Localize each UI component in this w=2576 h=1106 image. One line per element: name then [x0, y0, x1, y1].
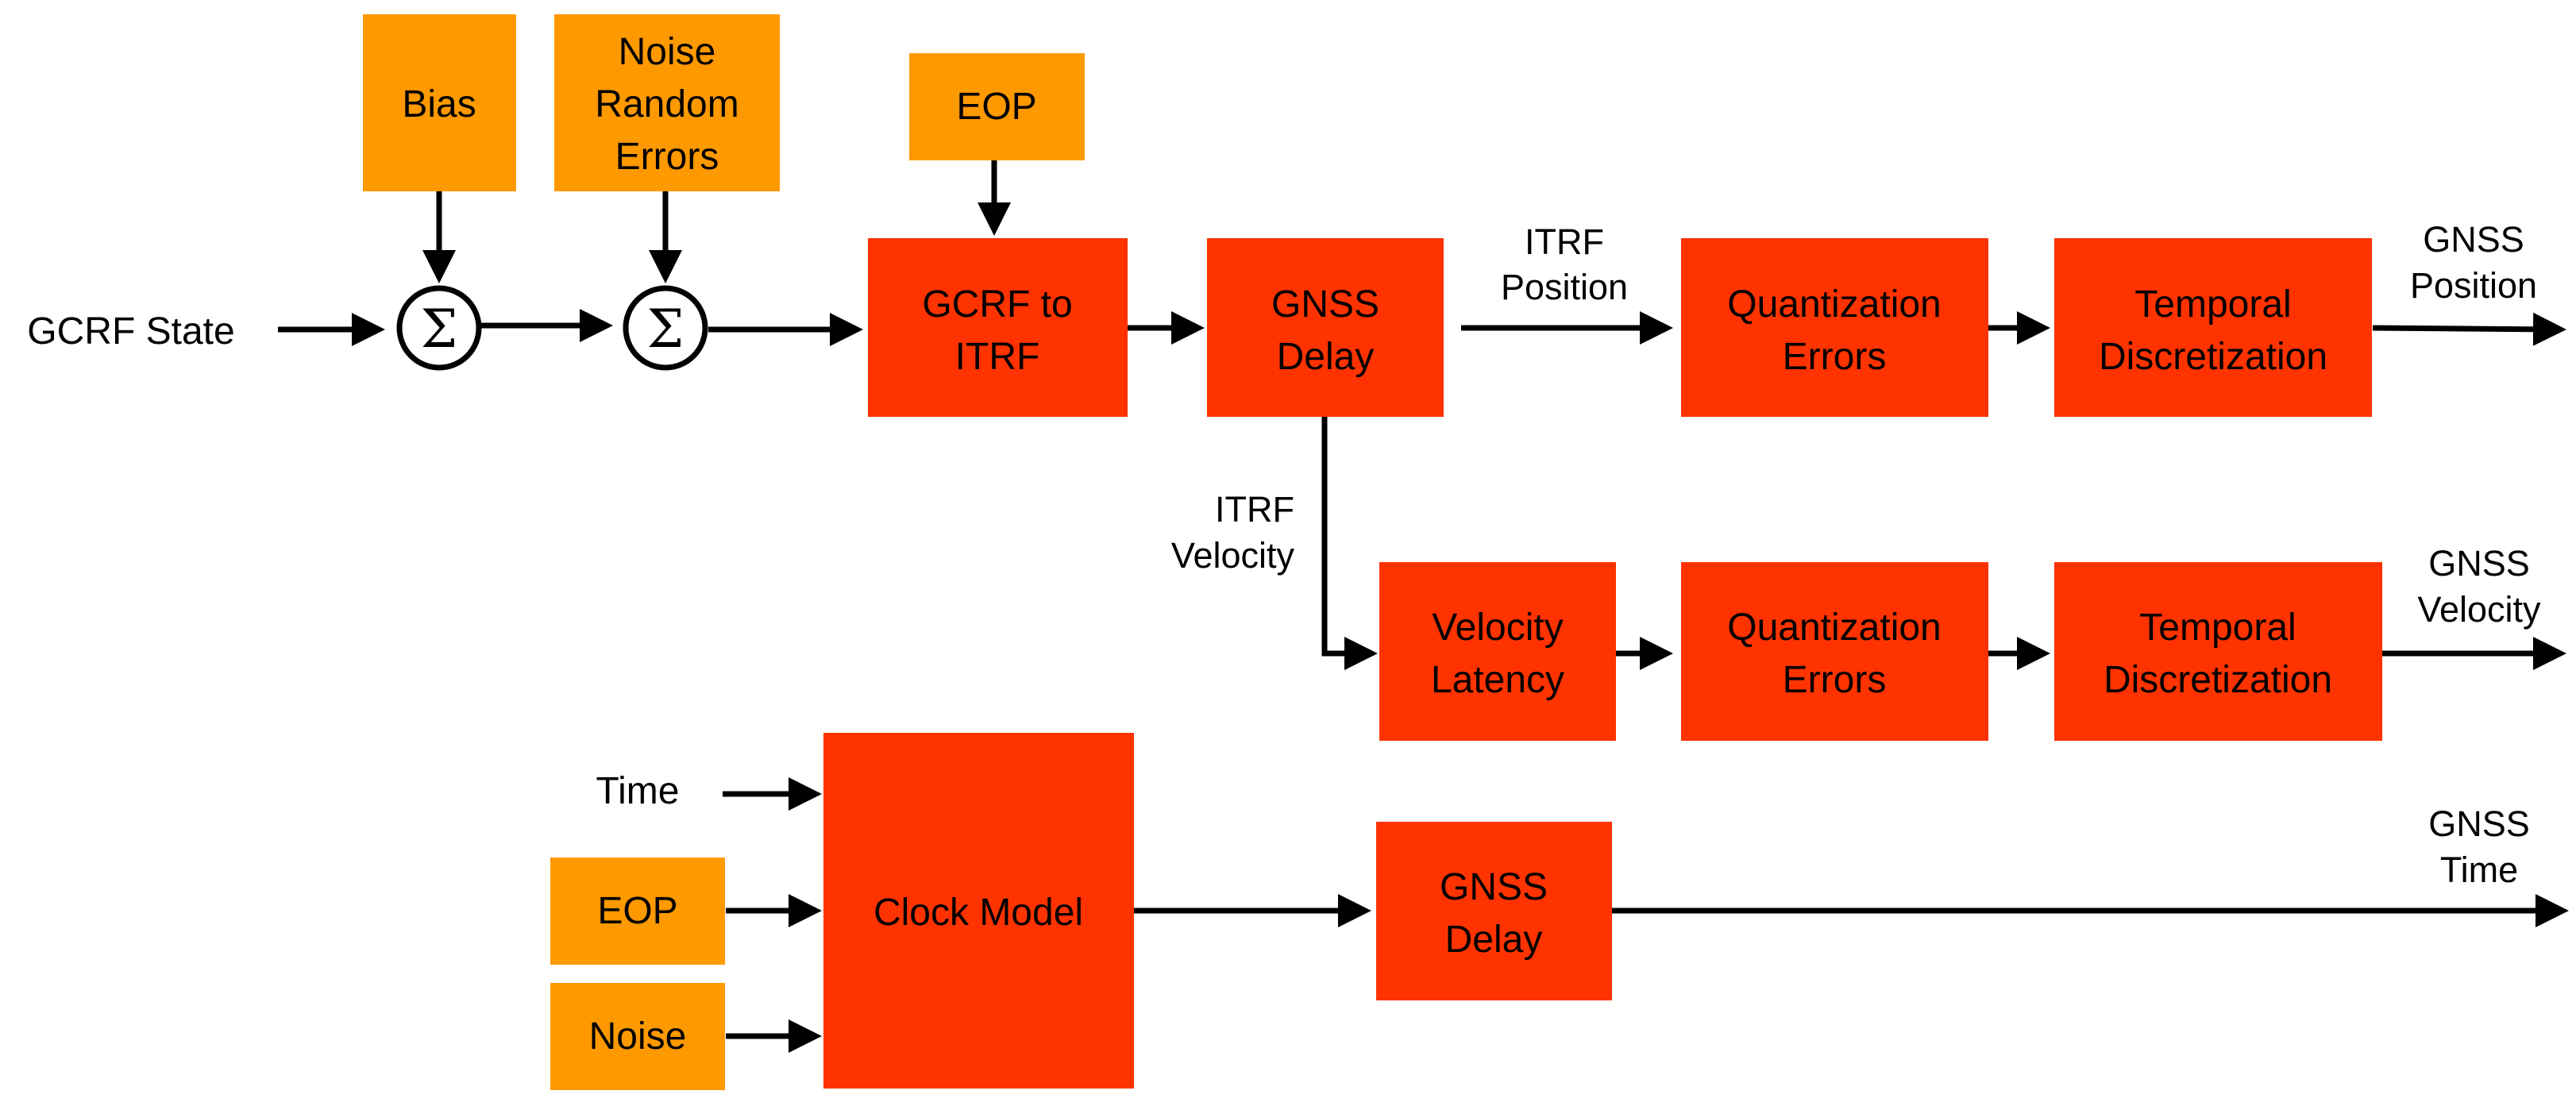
gcrf-to-itrf-block: GCRF to ITRF — [868, 238, 1128, 417]
svg-text:Clock Model: Clock Model — [873, 892, 1083, 934]
svg-text:Time: Time — [2440, 850, 2518, 890]
svg-text:Velocity: Velocity — [1432, 607, 1563, 649]
svg-text:Position: Position — [2410, 265, 2537, 306]
svg-text:Noise: Noise — [589, 1015, 687, 1058]
svg-text:GNSS: GNSS — [1271, 283, 1379, 326]
svg-text:Random: Random — [595, 83, 738, 125]
quantization-errors-velocity-block: Quantization Errors — [1681, 562, 1988, 741]
svg-text:Errors: Errors — [1783, 659, 1887, 701]
svg-text:Temporal: Temporal — [2139, 607, 2296, 649]
noise-source-block: Noise — [550, 983, 725, 1090]
svg-text:GNSS: GNSS — [1440, 866, 1548, 908]
quantization-errors-position-block: Quantization Errors — [1681, 238, 1988, 417]
svg-text:Latency: Latency — [1431, 659, 1564, 701]
svg-text:Quantization: Quantization — [1727, 283, 1942, 326]
svg-text:Noise: Noise — [619, 31, 716, 73]
clock-model-block: Clock Model — [823, 733, 1134, 1089]
svg-text:ITRF: ITRF — [955, 336, 1040, 378]
sigma-icon: Σ — [421, 299, 458, 360]
svg-text:Velocity: Velocity — [1171, 535, 1295, 576]
svg-text:Bias: Bias — [402, 83, 476, 125]
gnss-delay-block-top: GNSS Delay — [1207, 238, 1444, 417]
svg-text:Errors: Errors — [615, 136, 719, 178]
gnss-delay-block-bottom: GNSS Delay — [1376, 822, 1612, 1000]
svg-text:Temporal: Temporal — [2134, 283, 2291, 326]
gnss-velocity-output-label: GNSS Velocity — [2417, 543, 2541, 630]
bias-source-block: Bias — [363, 14, 516, 191]
svg-text:Delay: Delay — [1445, 919, 1543, 961]
svg-text:GCRF to: GCRF to — [922, 283, 1072, 326]
eop-source-block-bottom: EOP — [550, 857, 725, 965]
itrf-position-label: ITRF Position — [1501, 222, 1628, 307]
svg-text:EOP: EOP — [597, 890, 677, 932]
summing-junction-1: Σ — [396, 285, 482, 371]
svg-text:Position: Position — [1501, 267, 1628, 307]
gnss-time-output-label: GNSS Time — [2428, 803, 2530, 890]
svg-text:ITRF: ITRF — [1525, 222, 1604, 262]
time-label: Time — [596, 770, 680, 812]
gnss-position-output-label: GNSS Position — [2410, 219, 2537, 306]
svg-text:Errors: Errors — [1783, 336, 1887, 378]
connectors — [278, 159, 2569, 1053]
sigma-icon: Σ — [647, 299, 684, 360]
svg-text:ITRF: ITRF — [1215, 489, 1294, 530]
itrf-velocity-arrow — [1321, 415, 1378, 670]
eop-source-block-top: EOP — [909, 53, 1085, 160]
svg-text:GNSS: GNSS — [2428, 543, 2530, 584]
summing-junction-2: Σ — [623, 285, 708, 371]
svg-text:Quantization: Quantization — [1727, 607, 1942, 649]
temporal-discretization-position-block: Temporal Discretization — [2054, 238, 2372, 417]
svg-text:EOP: EOP — [956, 86, 1036, 128]
svg-text:Discretization: Discretization — [2104, 659, 2332, 701]
svg-text:GNSS: GNSS — [2423, 219, 2524, 260]
svg-text:Discretization: Discretization — [2099, 336, 2327, 378]
gnss-position-output-arrow — [2372, 312, 2566, 346]
itrf-velocity-label: ITRF Velocity — [1171, 489, 1295, 576]
svg-text:GNSS: GNSS — [2428, 803, 2530, 844]
gcrf-state-label: GCRF State — [27, 310, 234, 353]
svg-text:Velocity: Velocity — [2417, 589, 2541, 630]
noise-random-errors-source-block: Noise Random Errors — [554, 14, 780, 191]
velocity-latency-block: Velocity Latency — [1379, 562, 1616, 741]
svg-text:Delay: Delay — [1277, 336, 1375, 378]
temporal-discretization-velocity-block: Temporal Discretization — [2054, 562, 2382, 741]
